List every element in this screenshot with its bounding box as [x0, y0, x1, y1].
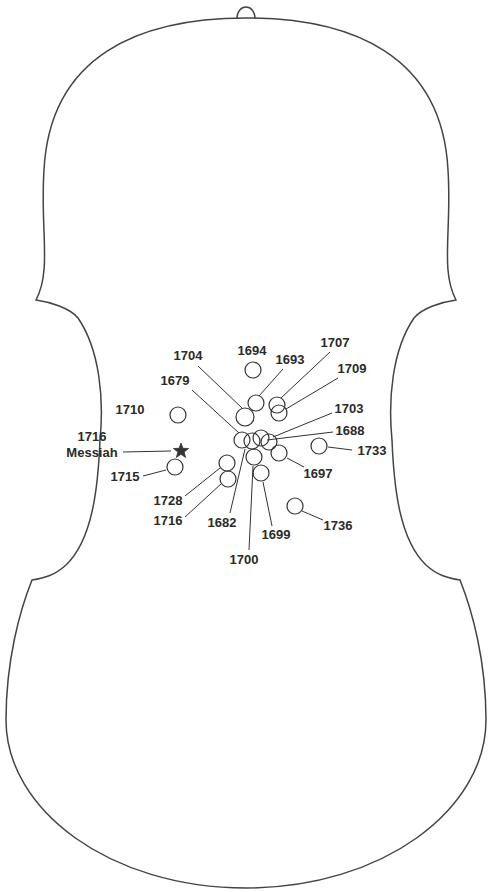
sample-circle [271, 445, 287, 461]
violin-outline [6, 18, 486, 888]
leader-line [267, 432, 333, 440]
leader-line [259, 369, 283, 396]
year-label: 1709 [338, 361, 367, 377]
sample-circle [220, 471, 236, 487]
sample-circle [167, 459, 183, 475]
sample-circle [311, 438, 327, 454]
leader-line [263, 482, 272, 526]
sample-circle [246, 449, 262, 465]
year-label: 1715 [111, 469, 140, 485]
year-label: 1733 [358, 443, 387, 459]
leader-line [249, 466, 253, 550]
sample-circle [244, 433, 260, 449]
year-label: 1728 [154, 493, 183, 509]
year-label: 1704 [174, 348, 203, 364]
year-label: 1700 [230, 552, 259, 568]
leader-line [123, 451, 171, 452]
sample-circle [170, 407, 186, 423]
year-label: 1703 [335, 401, 364, 417]
sample-circle [253, 465, 269, 481]
leader-line [185, 468, 220, 496]
year-label: 1682 [208, 515, 237, 531]
year-label: 1699 [262, 527, 291, 543]
year-label: 1716 [154, 513, 183, 529]
year-label: 1736 [324, 518, 353, 534]
sample-circle [219, 455, 235, 471]
messiah-star [173, 443, 188, 458]
sample-circle [245, 362, 261, 378]
leader-line [328, 447, 352, 450]
leader-line [286, 378, 338, 409]
year-label: 1688 [336, 423, 365, 439]
year-label: 1716 Messiah [62, 429, 122, 461]
leader-line [185, 484, 221, 517]
year-label: 1694 [238, 343, 267, 359]
leader-line [143, 470, 166, 476]
sample-circle [271, 405, 287, 421]
year-label: 1693 [276, 352, 305, 368]
leader-line [302, 511, 323, 520]
leader-line [192, 390, 239, 433]
sample-circle [248, 395, 264, 411]
sample-circle [236, 408, 254, 426]
year-label: 1679 [161, 373, 190, 389]
year-label: 1707 [321, 335, 350, 351]
year-label: 1697 [304, 466, 333, 482]
leader-line [230, 449, 245, 513]
sample-circle [287, 498, 303, 514]
leader-line [287, 458, 304, 467]
year-label: 1710 [116, 402, 145, 418]
violin-button [237, 7, 255, 19]
